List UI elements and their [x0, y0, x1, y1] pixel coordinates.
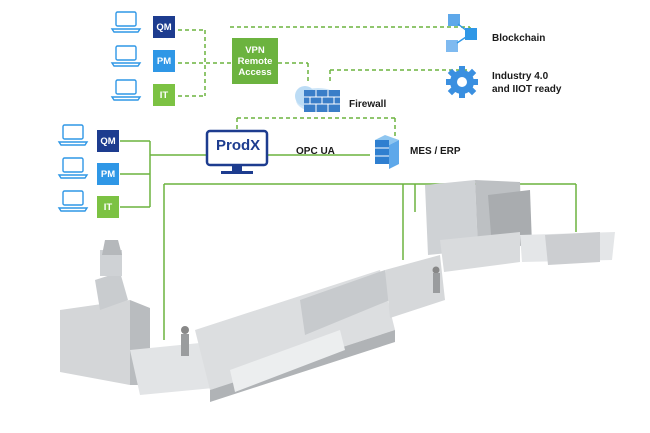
production-connections	[120, 140, 577, 340]
remote-laptops	[57, 11, 142, 212]
opcua-label: OPC UA	[296, 146, 335, 157]
firewall-label: Firewall	[349, 99, 387, 110]
blockchain-label: Blockchain	[492, 33, 546, 44]
local-pm-badge: PM	[97, 163, 119, 185]
firewall-icon	[295, 86, 340, 112]
prodx-label: ProdX	[216, 137, 261, 154]
prodx-monitor	[205, 129, 269, 174]
remote-qm-badge: QM	[153, 16, 175, 38]
local-qm-badge: QM	[97, 130, 119, 152]
industry-label-line1: Industry 4.0	[492, 71, 549, 82]
remote-connections	[178, 26, 471, 136]
vpn-remote-access-box: VPN Remote Access	[232, 38, 278, 84]
mes-erp-server-icon	[375, 135, 399, 169]
mes-erp-label: MES / ERP	[410, 146, 461, 157]
blockchain-icon	[446, 14, 477, 52]
industry-label-line2: and IIOT ready	[492, 84, 562, 95]
remote-pm-badge: PM	[153, 50, 175, 72]
gear-icon	[446, 66, 478, 98]
local-it-badge: IT	[97, 196, 119, 218]
production-line-illustration	[60, 180, 615, 402]
remote-it-badge: IT	[153, 84, 175, 106]
